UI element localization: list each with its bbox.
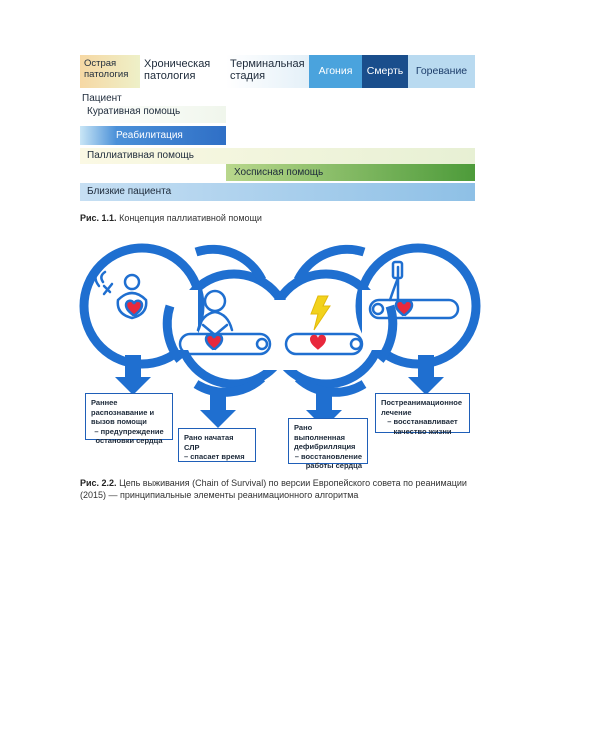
cpr-icon — [178, 289, 272, 356]
arrow-down-icon — [408, 355, 444, 395]
bar-rehabilitation: Реабилитация — [80, 126, 226, 145]
stage-acute-pathology: Острая патология — [80, 55, 140, 88]
stage-grief: Горевание — [408, 55, 475, 88]
step-4-detail: – восстанавливает качество жизни — [387, 417, 458, 436]
stage-terminal: Терминальная стадия — [226, 55, 309, 88]
bar-palliative-care: Паллиативная помощь — [80, 148, 475, 164]
step-1-detail: – предупреждение остановки сердца — [94, 426, 164, 446]
bar-hospice-care: Хосписная помощь — [226, 164, 475, 181]
bar-patient-relatives: Близкие пациента — [80, 183, 475, 201]
figure-1-caption-text: Концепция паллиативной помощи — [119, 213, 262, 223]
hospital-bed-iv-icon — [368, 260, 460, 320]
step-3-box: Рано выполненная дефибрилляция – восстан… — [288, 418, 368, 470]
row-patient: Пациент — [82, 93, 122, 104]
step-3-title: Рано выполненная дефибрилляция — [294, 423, 356, 451]
arrow-down-icon — [115, 355, 151, 395]
step-1-box: Раннее распознавание и вызов помощи – пр… — [85, 393, 173, 445]
stage-chronic-pathology: Хроническая патология — [140, 55, 226, 88]
step-2-box: Рано начатая СЛР – спасает время — [178, 428, 256, 462]
defibrillation-lightning-icon — [284, 295, 364, 356]
step-2-title: Рано начатая СЛР — [184, 433, 234, 452]
stage-agony: Агония — [309, 55, 362, 88]
figure-2-caption: Рис. 2.2. Цепь выживания (Chain of Survi… — [80, 477, 480, 501]
phone-call-icon — [94, 266, 148, 320]
step-2-detail: – спасает время — [184, 452, 245, 461]
arrow-down-icon — [200, 388, 236, 428]
step-1-title: Раннее распознавание и вызов помощи — [91, 398, 155, 426]
chain-link-1 — [79, 243, 205, 369]
step-4-box: Постреанимационное лечение – восстанавли… — [375, 393, 470, 436]
step-4-title: Постреанимационное лечение — [381, 398, 463, 417]
stage-death: Смерть — [362, 55, 408, 88]
figure-2-caption-label: Рис. 2.2. — [80, 478, 117, 488]
palliative-care-concept-figure: Острая патология Хроническая патология Т… — [80, 55, 475, 203]
bar-curative-care: Куративная помощь — [80, 106, 226, 123]
figure-1-caption-label: Рис. 1.1. — [80, 213, 117, 223]
figure-2-caption-text: Цепь выживания (Chain of Survival) по ве… — [80, 478, 467, 500]
figure-1-caption: Рис. 1.1. Концепция паллиативной помощи — [80, 212, 262, 224]
step-3-detail: – восстановление работы сердца — [294, 451, 362, 471]
